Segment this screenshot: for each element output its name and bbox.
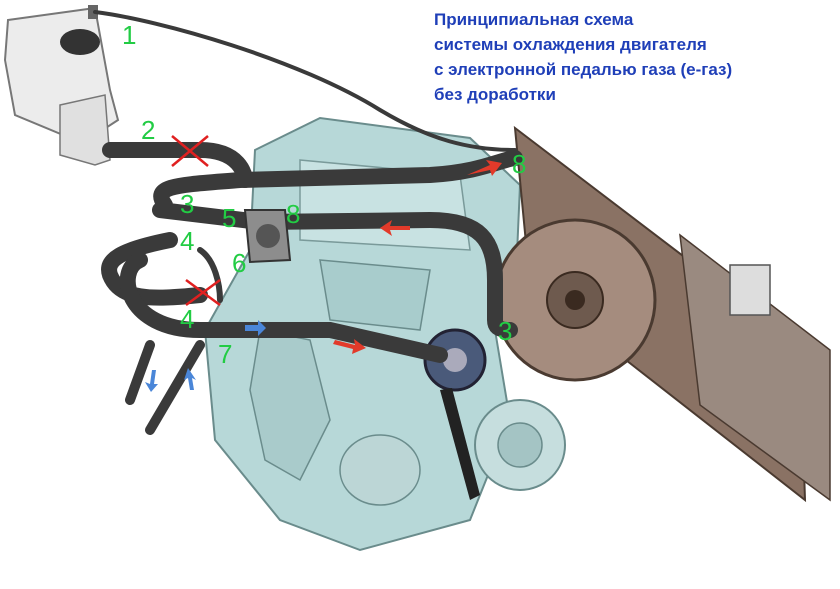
water-pump xyxy=(423,328,487,500)
label-removed-hose-bottom: 4 xyxy=(180,304,195,334)
label-heater-inlet: 7 xyxy=(218,339,233,369)
diagram-title-line-3: с электронной педалью газа (е-газ) xyxy=(434,60,733,79)
radiator xyxy=(493,125,831,503)
red-x-lower xyxy=(185,278,221,307)
label-throttle-port: 5 xyxy=(222,203,237,233)
label-pipe-upper-left: 3 xyxy=(180,189,195,219)
diagram-title-line-1: Принципиальная схема xyxy=(434,10,634,29)
flow-arrows xyxy=(145,160,502,392)
expansion-tank xyxy=(3,5,120,166)
label-throttle-outlet: 6 xyxy=(232,248,247,278)
label-reservoir: 1 xyxy=(122,20,137,50)
label-radiator-outlet: 3 xyxy=(498,316,513,346)
label-pipe-left-mid: 4 xyxy=(180,226,195,256)
throttle-body xyxy=(243,209,292,264)
label-removed-hose-top: 2 xyxy=(141,115,156,145)
label-radiator-inlet: 8 xyxy=(512,149,527,179)
diagram-title-line-4: без доработки xyxy=(434,85,556,104)
label-thermostat-outlet: 8 xyxy=(286,199,301,229)
diagram-title-line-2: системы охлаждения двигателя xyxy=(434,35,707,54)
red-x-upper xyxy=(171,135,209,167)
